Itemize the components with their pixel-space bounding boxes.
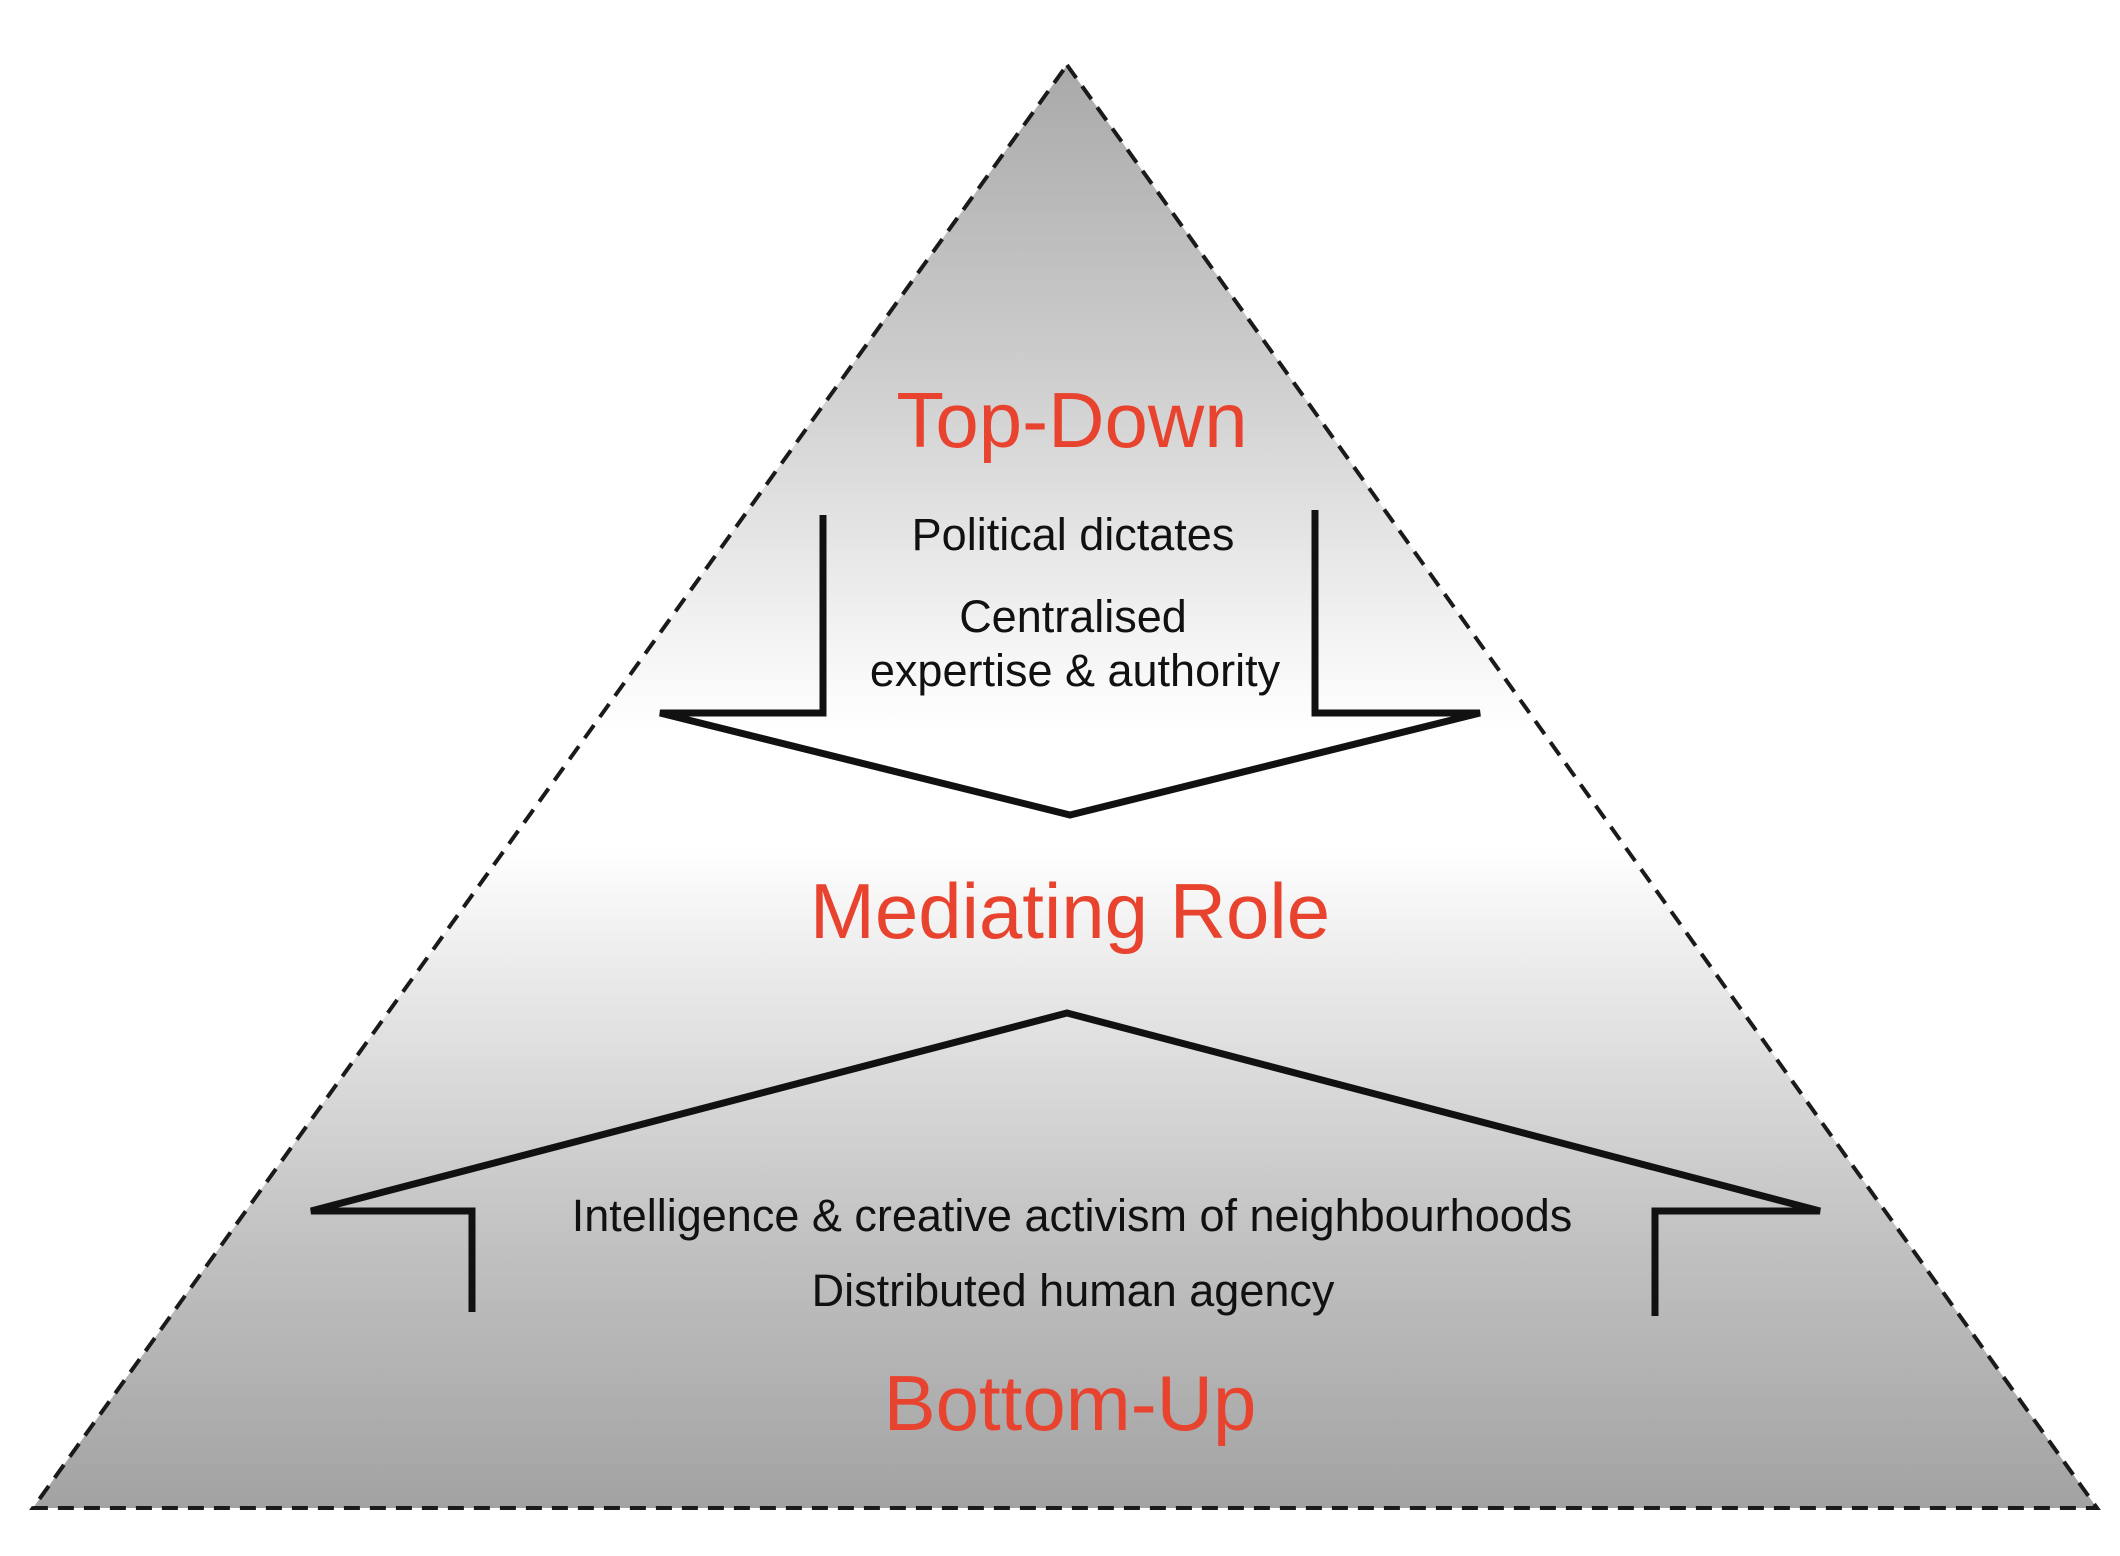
top-down-heading: Top-Down	[896, 376, 1247, 464]
down-arrow	[659, 510, 1481, 819]
political-dictates-text: Political dictates	[912, 509, 1235, 560]
intelligence-activism-text: Intelligence & creative activism of neig…	[572, 1190, 1573, 1241]
mediating-role-heading: Mediating Role	[810, 867, 1330, 955]
centralised-text: Centralised	[959, 591, 1187, 642]
up-arrow	[310, 1009, 1821, 1316]
expertise-authority-text: expertise & authority	[870, 645, 1281, 696]
distributed-agency-text: Distributed human agency	[812, 1265, 1335, 1316]
bottom-up-heading: Bottom-Up	[884, 1359, 1257, 1447]
